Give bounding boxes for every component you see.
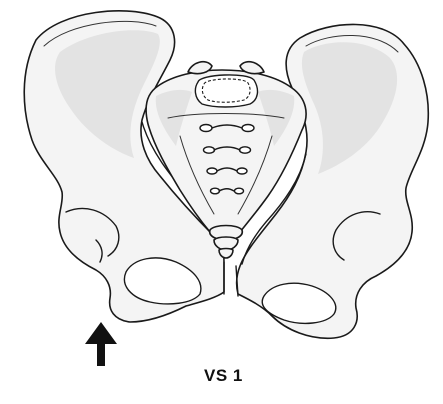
up-arrow-icon xyxy=(85,322,117,366)
figure-caption: VS 1 xyxy=(204,366,243,386)
pubic-symphysis xyxy=(224,262,238,296)
